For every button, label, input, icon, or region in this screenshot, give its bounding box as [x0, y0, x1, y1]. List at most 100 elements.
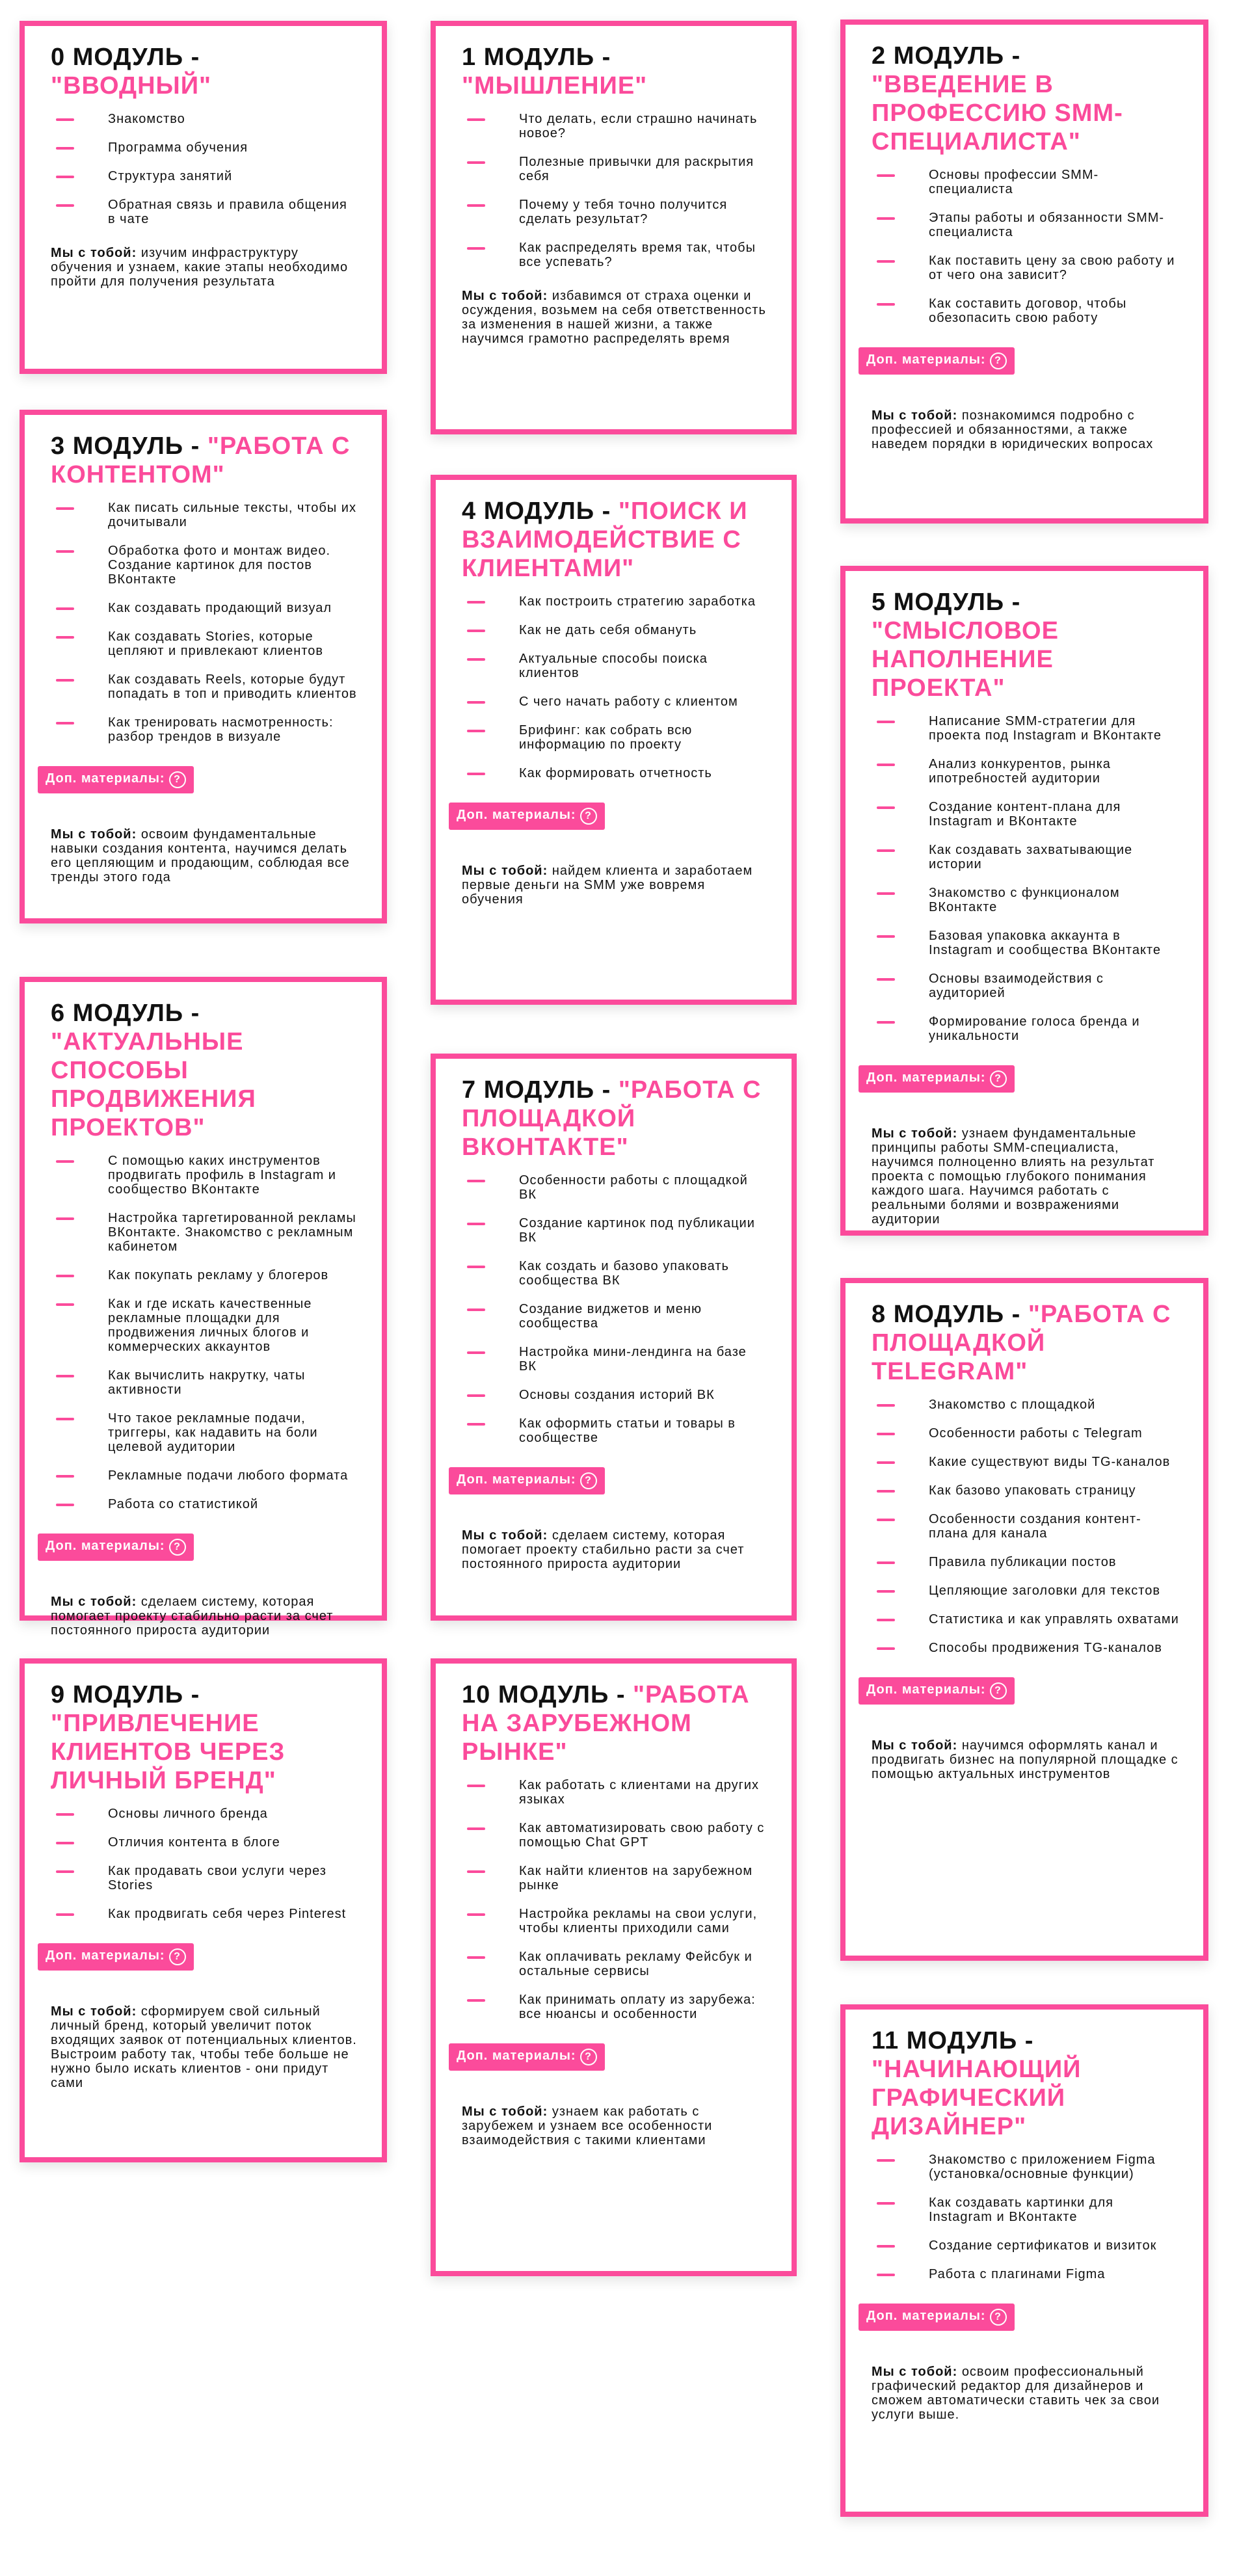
module-card-10: 10 МОДУЛЬ - "РАБОТА НА ЗАРУБЕЖНОМ РЫНКЕ"… [431, 1658, 797, 2276]
module-title: 8 МОДУЛЬ - "РАБОТА С ПЛОЩАДКОЙ TELEGRAM" [872, 1300, 1180, 1386]
extra-materials-button[interactable]: Доп. материалы:? [38, 1943, 194, 1971]
topic-item: Структура занятий [51, 169, 358, 183]
extra-materials-button[interactable]: Доп. материалы:? [449, 1467, 605, 1494]
module-name: "ВВЕДЕНИЕ В ПРОФЕССИЮ SMM-СПЕЦИАЛИСТА" [872, 71, 1123, 155]
dash-bullet-icon [467, 247, 485, 250]
topic-item: Настройка мини-лендинга на базе ВК [462, 1345, 768, 1374]
module-word: МОДУЛЬ - [893, 1301, 1021, 1328]
dash-bullet-icon [56, 636, 74, 639]
module-word: МОДУЛЬ - [72, 432, 200, 460]
topic-item: Как продвигать себя через Pinterest [51, 1907, 358, 1921]
module-card-5: 5 МОДУЛЬ - "СМЫСЛОВОЕ НАПОЛНЕНИЕ ПРОЕКТА… [840, 566, 1208, 1236]
dash-bullet-icon [56, 1913, 74, 1916]
topic-item: Как распределять время так, чтобы все ус… [462, 241, 768, 269]
topic-text: Основы профессии SMM-специалиста [929, 168, 1099, 196]
dash-bullet-icon [877, 260, 895, 263]
dash-bullet-icon [56, 679, 74, 682]
dash-bullet-icon [56, 1217, 74, 1220]
dash-bullet-icon [467, 701, 485, 704]
topic-text: Создание виджетов и меню сообщества [519, 1302, 702, 1331]
topic-text: Способы продвижения TG-каналов [929, 1641, 1162, 1655]
topic-item: Как оформить статьи и товары в сообществ… [462, 1416, 768, 1445]
module-outcome: Мы с тобой: сформируем свой сильный личн… [51, 2004, 358, 2090]
module-title: 2 МОДУЛЬ - "ВВЕДЕНИЕ В ПРОФЕССИЮ SMM-СПЕ… [872, 42, 1180, 156]
topic-text: Статистика и как управлять охватами [929, 1612, 1179, 1627]
outcome-text: освоим профессиональный графический реда… [872, 2365, 1160, 2422]
module-number: 10 [462, 1681, 491, 1708]
module-card-9: 9 МОДУЛЬ - "ПРИВЛЕЧЕНИЕ КЛИЕНТОВ ЧЕРЕЗ Л… [20, 1658, 387, 2162]
topic-text: Работа с плагинами Figma [929, 2267, 1106, 2281]
topic-item: Этапы работы и обязанности SMM-специалис… [872, 211, 1180, 239]
topic-item: Основы профессии SMM-специалиста [872, 168, 1180, 196]
module-card-11: 11 МОДУЛЬ - "НАЧИНАЮЩИЙ ГРАФИЧЕСКИЙ ДИЗА… [840, 2004, 1208, 2517]
topic-text: Особенности работы с Telegram [929, 1426, 1143, 1441]
extra-materials-button[interactable]: Доп. материалы:? [38, 766, 194, 793]
topic-text: Цепляющие заголовки для текстов [929, 1584, 1160, 1598]
dash-bullet-icon [56, 507, 74, 510]
dash-bullet-icon [467, 118, 485, 121]
topic-item: Особенности создания контент-плана для к… [872, 1512, 1180, 1541]
dash-bullet-icon [467, 1180, 485, 1182]
module-number: 2 [872, 42, 886, 70]
topic-text: Настройка рекламы на свои услуги, чтобы … [519, 1907, 758, 1935]
module-word: МОДУЛЬ - [893, 42, 1021, 70]
topic-item: Как продавать свои услуги через Stories [51, 1864, 358, 1892]
topic-text: Основы взаимодействия с аудиторией [929, 972, 1104, 1000]
dash-bullet-icon [467, 1870, 485, 1873]
dash-bullet-icon [56, 1475, 74, 1478]
topic-text: Как найти клиентов на зарубежном рынке [519, 1864, 753, 1892]
dash-bullet-icon [877, 1519, 895, 1521]
dash-bullet-icon [877, 1490, 895, 1493]
topic-item: Как принимать оплату из зарубежа: все ню… [462, 1993, 768, 2021]
module-card-7: 7 МОДУЛЬ - "РАБОТА С ПЛОЩАДКОЙ ВКОНТАКТЕ… [431, 1054, 797, 1621]
topic-text: Как работать с клиентами на других языка… [519, 1778, 760, 1807]
topic-text: Как составить договор, чтобы обезопасить… [929, 297, 1127, 325]
topic-text: Как продвигать себя через Pinterest [108, 1907, 347, 1921]
extra-materials-button[interactable]: Доп. материалы:? [859, 1677, 1015, 1705]
dash-bullet-icon [877, 1433, 895, 1435]
outcome-label: Мы с тобой: [462, 864, 548, 878]
topic-item: Как создавать картинки для Instagram и В… [872, 2196, 1180, 2224]
extra-materials-button[interactable]: Доп. материалы:? [449, 2043, 605, 2071]
dash-bullet-icon [56, 1418, 74, 1420]
question-circle-icon: ? [579, 808, 597, 825]
topic-list: Как писать сильные тексты, чтобы их дочи… [51, 501, 358, 744]
topic-text: Как распределять время так, чтобы все ус… [519, 241, 756, 269]
topic-text: Структура занятий [108, 169, 233, 183]
topic-text: Как тренировать насмотренность: разбор т… [108, 715, 334, 744]
topic-text: Программа обучения [108, 140, 248, 155]
extra-materials-button[interactable]: Доп. материалы:? [449, 803, 605, 830]
module-name: "РАБОТА С КОНТЕНТОМ" [51, 432, 351, 488]
topic-text: Рекламные подачи любого формата [108, 1468, 349, 1483]
module-number: 0 [51, 44, 66, 71]
module-card-3: 3 МОДУЛЬ - "РАБОТА С КОНТЕНТОМ" Как писа… [20, 410, 387, 923]
topic-list: Знакомство с приложением Figma (установк… [872, 2153, 1180, 2281]
module-title: 1 МОДУЛЬ - "МЫШЛЕНИЕ" [462, 43, 768, 100]
topic-text: Этапы работы и обязанности SMM-специалис… [929, 211, 1165, 239]
extra-materials-button[interactable]: Доп. материалы:? [859, 347, 1015, 375]
dash-bullet-icon [877, 721, 895, 723]
dash-bullet-icon [877, 806, 895, 809]
dash-bullet-icon [467, 658, 485, 661]
dash-bullet-icon [56, 1160, 74, 1163]
dash-bullet-icon [877, 764, 895, 766]
extra-materials-button[interactable]: Доп. материалы:? [859, 1065, 1015, 1093]
topic-item: Основы взаимодействия с аудиторией [872, 972, 1180, 1000]
extra-materials-button[interactable]: Доп. материалы:? [38, 1534, 194, 1561]
module-outcome: Мы с тобой: избавимся от страха оценки и… [462, 289, 768, 346]
module-card-4: 4 МОДУЛЬ - "ПОИСК И ВЗАИМОДЕЙСТВИЕ С КЛИ… [431, 475, 797, 1005]
topic-item: Как работать с клиентами на других языка… [462, 1778, 768, 1807]
module-word: МОДУЛЬ - [483, 1076, 611, 1104]
dash-bullet-icon [467, 773, 485, 775]
module-name: "РАБОТА НА ЗАРУБЕЖНОМ РЫНКЕ" [462, 1681, 750, 1766]
extra-materials-button[interactable]: Доп. материалы:? [859, 2304, 1015, 2331]
topic-item: Основы создания историй ВК [462, 1388, 768, 1402]
topic-item: Знакомство с площадкой [872, 1398, 1180, 1412]
topic-item: Статистика и как управлять охватами [872, 1612, 1180, 1627]
topic-text: Формирование голоса бренда и уникальност… [929, 1015, 1140, 1043]
topic-text: С помощью каких инструментов продвигать … [108, 1154, 336, 1197]
topic-text: Обработка фото и монтаж видео. Создание … [108, 544, 331, 587]
topic-text: Как создавать продающий визуал [108, 601, 332, 615]
dash-bullet-icon [56, 1842, 74, 1844]
